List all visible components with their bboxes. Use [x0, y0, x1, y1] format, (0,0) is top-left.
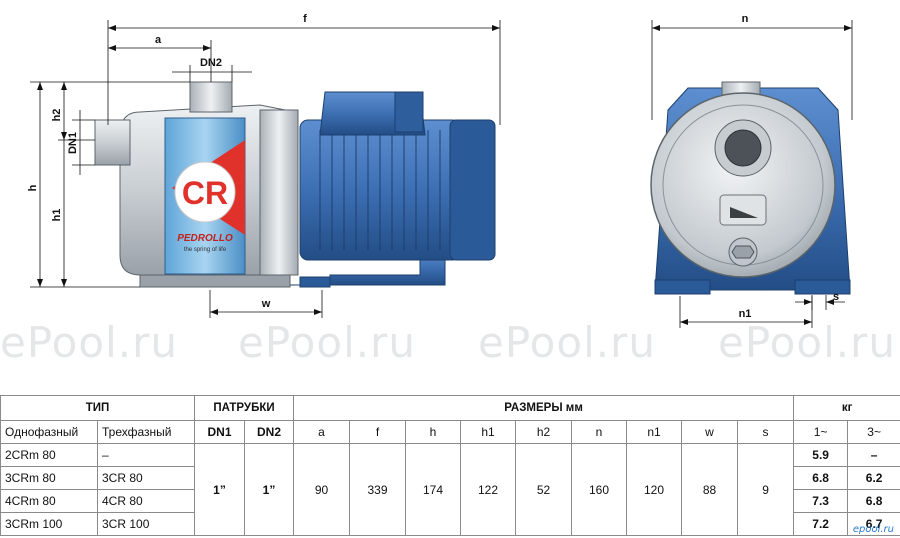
brand-tagline: the spring of life [184, 247, 227, 253]
subheader-n: n [571, 420, 627, 444]
watermark: ePool.ru [238, 318, 416, 367]
dim-label-n1: n1 [739, 308, 752, 320]
watermark: ePool.ru [478, 318, 656, 367]
dim-label-h: h [27, 184, 39, 191]
watermark: ePool.ru [718, 318, 896, 367]
cell-weight-1ph: 6.8 [793, 466, 849, 490]
subheader-dn1: DN1 [194, 420, 245, 444]
cell-weight-3ph: – [847, 443, 900, 467]
credit-watermark: epool.ru [852, 524, 894, 535]
cell-three-phase: 4CR 80 [97, 489, 195, 513]
dim-label-w: w [261, 298, 271, 310]
cell-h: 174 [405, 443, 461, 536]
watermark: ePool.ru [0, 318, 178, 367]
table-row: 2CRm 80 – 1” 1” 90 339 174 122 52 160 12… [0, 443, 900, 536]
subheader-w: w [681, 420, 738, 444]
table-row: 3CRm 100 3CR 100 7.2 6.7 [0, 512, 900, 536]
cell-s: 9 [736, 443, 795, 536]
subheader-a: a [293, 420, 350, 444]
dim-label-dn1: DN1 [67, 132, 79, 154]
cell-weight-1ph: 7.2 [793, 512, 849, 536]
dim-label-h1: h1 [51, 209, 63, 222]
dim-label-s: s [833, 291, 839, 303]
table-row: 4CRm 80 4CR 80 7.3 6.8 [0, 489, 900, 513]
cell-a: 90 [293, 443, 350, 536]
cell-single-phase: 3CRm 80 [0, 466, 98, 490]
header-weight: кг [793, 395, 900, 421]
cell-single-phase: 2CRm 80 [0, 443, 98, 467]
front-view [650, 81, 851, 295]
subheader-dn2: DN2 [244, 420, 294, 444]
subheader-h: h [405, 420, 461, 444]
front-dimensions [651, 20, 853, 328]
subheader-weight-1ph: 1~ [793, 420, 849, 444]
table-header-row: ТИП ПАТРУБКИ РАЗМЕРЫ мм кг [0, 395, 900, 421]
subheader-single-phase: Однофазный [0, 420, 98, 444]
cell-three-phase: – [97, 443, 195, 467]
cell-n1: 120 [626, 443, 682, 536]
side-dimensions [30, 20, 501, 318]
cell-h1: 122 [460, 443, 516, 536]
subheader-f: f [349, 420, 406, 444]
table-subheader-row: Однофазный Трехфазный DN1 DN2 a f h h1 h… [0, 420, 900, 444]
cell-three-phase: 3CR 80 [97, 466, 195, 490]
subheader-h1: h1 [460, 420, 516, 444]
subheader-s: s [736, 420, 795, 444]
side-view: CR PEDROLLO the spring of life [94, 81, 496, 288]
cell-weight-1ph: 5.9 [793, 443, 849, 467]
cell-weight-3ph: 6.2 [847, 466, 900, 490]
subheader-n1: n1 [626, 420, 682, 444]
front-arrowheads [652, 25, 852, 325]
cell-w: 88 [681, 443, 738, 536]
header-ports: ПАТРУБКИ [194, 395, 294, 421]
table-row: 3CRm 80 3CR 80 6.8 6.2 [0, 466, 900, 490]
subheader-weight-3ph: 3~ [847, 420, 900, 444]
cell-f: 339 [349, 443, 406, 536]
cell-weight-3ph: 6.8 [847, 489, 900, 513]
cell-three-phase: 3CR 100 [97, 512, 195, 536]
cell-single-phase: 4CRm 80 [0, 489, 98, 513]
cell-single-phase: 3CRm 100 [0, 512, 98, 536]
dim-label-a: a [155, 34, 162, 46]
cell-weight-1ph: 7.3 [793, 489, 849, 513]
subheader-h2: h2 [515, 420, 572, 444]
cell-n: 160 [571, 443, 627, 536]
dim-label-dn2: DN2 [200, 57, 222, 69]
side-arrowheads [37, 25, 500, 315]
header-dimensions: РАЗМЕРЫ мм [292, 395, 795, 421]
cell-dn2: 1” [244, 443, 294, 536]
dim-label-h2: h2 [51, 109, 63, 122]
dim-label-n: n [742, 13, 749, 25]
cell-h2: 52 [515, 443, 572, 536]
header-type: ТИП [0, 395, 195, 421]
subheader-three-phase: Трехфазный [97, 420, 195, 444]
dim-label-f: f [303, 13, 307, 25]
spec-table: ТИП ПАТРУБКИ РАЗМЕРЫ мм кг Однофазный Тр… [0, 395, 900, 536]
cr-badge-text: CR [182, 175, 228, 211]
cell-dn1: 1” [194, 443, 245, 536]
brand-text: PEDROLLO [177, 233, 233, 244]
pump-technical-drawing: CR PEDROLLO the spring of life f a [27, 13, 853, 328]
